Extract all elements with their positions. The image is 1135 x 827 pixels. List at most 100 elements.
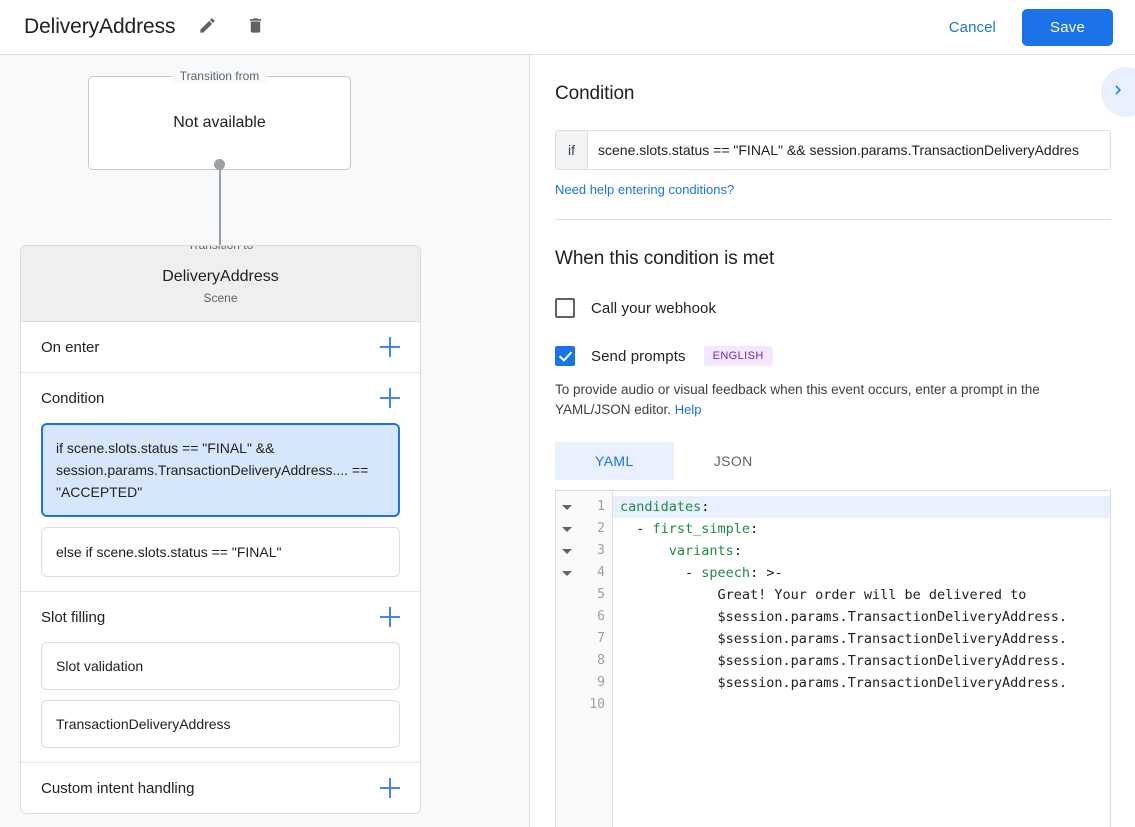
slot-item-validation[interactable]: Slot validation (41, 642, 400, 690)
send-prompts-row: Send prompts ENGLISH (555, 346, 1111, 366)
add-custom-intent-handling-icon[interactable] (380, 778, 400, 798)
section-custom-intent-handling: Custom intent handling (21, 763, 420, 813)
code-text: $session.params.TransactionDeliveryAddre… (620, 675, 1068, 691)
prompt-help-text-body: To provide audio or visual feedback when… (555, 382, 1040, 417)
section-slot-filling-header[interactable]: Slot filling (21, 592, 420, 642)
code-text: - (620, 521, 653, 537)
line-number: 3 (597, 543, 605, 558)
add-condition-icon[interactable] (380, 388, 400, 408)
send-prompts-checkbox[interactable] (555, 346, 575, 366)
code-text: - (620, 565, 702, 581)
editor-code-area[interactable]: candidates: - first_simple: variants: - … (613, 491, 1111, 827)
line-number: 8 (597, 653, 605, 668)
fold-toggle-icon[interactable] (556, 496, 578, 518)
fold-toggle-icon[interactable] (556, 694, 578, 716)
code-text: Great! Your order will be delivered to (620, 587, 1027, 603)
transition-to-subtitle: Scene (203, 291, 238, 305)
section-condition-title: Condition (41, 389, 105, 407)
if-prefix-label: if (556, 131, 588, 169)
chevron-right-icon (1109, 81, 1135, 104)
section-on-enter-header[interactable]: On enter (21, 322, 420, 372)
condition-help-link[interactable]: Need help entering conditions? (555, 182, 735, 197)
editor-right-border (1110, 491, 1111, 827)
condition-item[interactable]: else if scene.slots.status == "FINAL" (41, 527, 400, 577)
section-on-enter: On enter (21, 322, 420, 373)
add-on-enter-icon[interactable] (380, 337, 400, 357)
yaml-key: first_simple (652, 521, 751, 537)
line-number: 10 (589, 697, 605, 712)
transition-to-header: Transition to DeliveryAddress Scene (21, 246, 420, 322)
edit-name-button[interactable] (191, 11, 223, 43)
pencil-icon (198, 16, 217, 38)
code-line[interactable]: candidates: (613, 496, 1111, 518)
code-line[interactable]: $session.params.TransactionDeliveryAddre… (613, 672, 1111, 694)
code-text: : (701, 499, 710, 515)
send-prompts-label: Send prompts (591, 347, 686, 365)
section-slot-filling: Slot filling Slot validation Transaction… (21, 592, 420, 763)
slot-filling-list: Slot validation TransactionDeliveryAddre… (21, 642, 420, 762)
line-number: 9 (597, 675, 605, 690)
transition-to-title: DeliveryAddress (162, 268, 279, 285)
line-number: 5 (597, 587, 605, 602)
delete-button[interactable] (239, 11, 271, 43)
code-line[interactable] (613, 694, 1111, 716)
code-text: : (733, 543, 742, 559)
trash-icon (246, 16, 265, 38)
code-text: $session.params.TransactionDeliveryAddre… (620, 653, 1068, 669)
section-on-enter-title: On enter (41, 338, 100, 356)
code-line[interactable]: Great! Your order will be delivered to (613, 584, 1111, 606)
code-line[interactable]: variants: (613, 540, 1111, 562)
next-panel-button[interactable] (1101, 67, 1135, 117)
code-text: : >- (750, 565, 783, 581)
prompt-help-text: To provide audio or visual feedback when… (555, 380, 1111, 420)
when-condition-met-heading: When this condition is met (555, 248, 775, 269)
left-panel: Transition from Not available Transition… (0, 55, 530, 827)
tab-yaml[interactable]: YAML (555, 442, 674, 480)
transition-to-card: Transition to DeliveryAddress Scene On e… (20, 245, 421, 814)
fold-toggle-icon[interactable] (556, 628, 578, 650)
transition-from-value: Not available (173, 114, 266, 131)
fold-toggle-icon[interactable] (556, 650, 578, 672)
section-condition: Condition if scene.slots.status == "FINA… (21, 373, 420, 592)
fold-toggle-icon[interactable] (556, 540, 578, 562)
code-line[interactable]: - first_simple: (613, 518, 1111, 540)
slot-item-transaction-delivery-address[interactable]: TransactionDeliveryAddress (41, 700, 400, 748)
line-number: 1 (597, 499, 605, 514)
yaml-key: candidates (620, 499, 702, 515)
cancel-button[interactable]: Cancel (937, 11, 1008, 44)
fold-toggle-icon[interactable] (556, 518, 578, 540)
condition-list: if scene.slots.status == "FINAL" && sess… (21, 423, 420, 591)
fold-toggle-icon[interactable] (556, 584, 578, 606)
section-custom-intent-handling-title: Custom intent handling (41, 779, 195, 797)
condition-item-selected[interactable]: if scene.slots.status == "FINAL" && sess… (41, 423, 400, 517)
line-number: 7 (597, 631, 605, 646)
code-line[interactable]: $session.params.TransactionDeliveryAddre… (613, 628, 1111, 650)
fold-toggle-icon[interactable] (556, 562, 578, 584)
code-line[interactable]: $session.params.TransactionDeliveryAddre… (613, 650, 1111, 672)
code-line[interactable]: $session.params.TransactionDeliveryAddre… (613, 606, 1111, 628)
section-condition-header[interactable]: Condition (21, 373, 420, 423)
code-line[interactable]: - speech: >- (613, 562, 1111, 584)
section-custom-intent-handling-header[interactable]: Custom intent handling (21, 763, 420, 813)
code-text (620, 543, 669, 559)
yaml-key: speech (701, 565, 751, 581)
fold-toggle-icon[interactable] (556, 672, 578, 694)
editor-fold-gutter[interactable] (556, 491, 578, 827)
condition-input[interactable] (588, 131, 1110, 169)
prompt-help-link[interactable]: Help (674, 402, 702, 417)
add-slot-filling-icon[interactable] (380, 607, 400, 627)
code-text: $session.params.TransactionDeliveryAddre… (620, 631, 1068, 647)
condition-heading: Condition (555, 83, 635, 104)
transition-to-legend: Transition to (179, 246, 262, 252)
line-number: 2 (597, 521, 605, 536)
page-title: DeliveryAddress (24, 15, 176, 38)
right-panel: Condition if Need help entering conditio… (531, 55, 1135, 827)
tab-json[interactable]: JSON (674, 442, 793, 480)
call-webhook-checkbox[interactable] (555, 298, 575, 318)
save-button[interactable]: Save (1022, 8, 1113, 46)
transition-from-legend: Transition from (171, 69, 268, 83)
connector-line (219, 164, 221, 264)
fold-toggle-icon[interactable] (556, 606, 578, 628)
